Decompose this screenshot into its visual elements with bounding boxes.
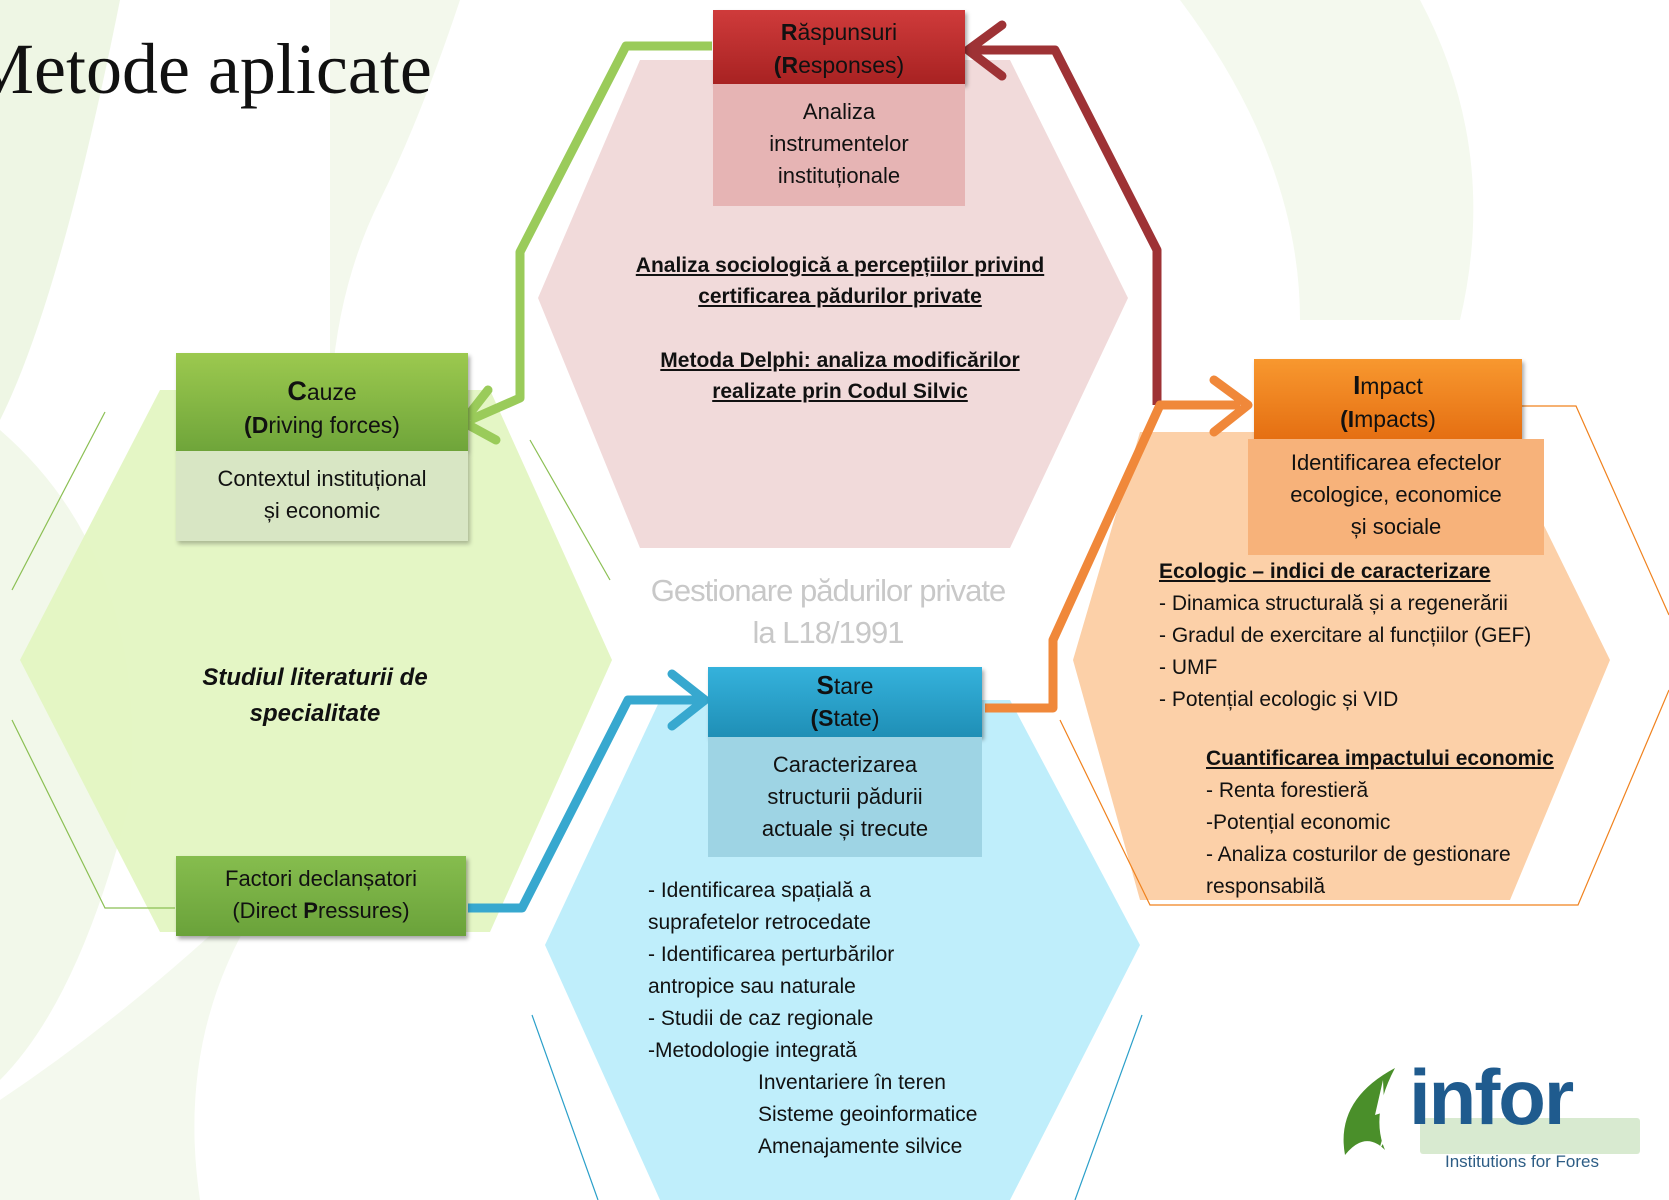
state-hexagon-outline xyxy=(1074,1014,1143,1200)
responses-header: Răspunsuri (Responses) xyxy=(713,10,965,84)
driving-forces-method: Studiul literaturii de specialitate xyxy=(202,664,428,727)
state-items: - Identificarea spațială a suprafetelor … xyxy=(648,879,978,1158)
logo-name: infor xyxy=(1409,1053,1574,1141)
green-arrow-connector xyxy=(468,41,712,425)
impacts-ecologic: Ecologic – indici de caracterizare - Din… xyxy=(1159,560,1532,711)
impacts-header: Impact (Impacts) xyxy=(1254,359,1522,439)
background-leaf-shape xyxy=(0,0,120,420)
impacts-body: Identificarea efectelor ecologice, econo… xyxy=(1248,439,1544,555)
slide-title: Metode aplicate xyxy=(0,29,432,109)
red-arrow-head xyxy=(963,20,1007,81)
state-header: Stare (State) xyxy=(708,667,982,737)
state-hexagon xyxy=(545,700,1140,1200)
logo-tagline: Institutions for Fores xyxy=(1445,1152,1600,1171)
blue-arrow-connector xyxy=(468,695,700,913)
tree-leaf-icon xyxy=(1343,1068,1640,1155)
impacts-economic: Cuantificarea impactului economic - Rent… xyxy=(1206,747,1554,898)
driving-forces-hexagon-outline xyxy=(529,439,611,581)
background-leaf-shape xyxy=(0,850,300,1200)
driving-forces-hexagon-outline xyxy=(11,411,106,591)
driving-forces-header: Cauze (Driving forces) xyxy=(176,353,468,451)
infor-logo: infor Institutions for Fores xyxy=(1325,1053,1669,1180)
blue-arrow-head xyxy=(667,669,710,731)
direct-pressures-box: Factori declanșatori (Direct Pressures) xyxy=(176,856,466,936)
orange-arrow-head xyxy=(1209,375,1253,437)
state-hexagon-outline xyxy=(531,1014,599,1200)
responses-body: Analiza instrumentelor instituționale xyxy=(713,84,965,206)
background-leaf-shape xyxy=(330,0,460,430)
red-arrow-connector xyxy=(972,45,1162,405)
driving-forces-hexagon-outline xyxy=(11,719,175,909)
state-body: Caracterizarea structurii pădurii actual… xyxy=(708,737,982,857)
responses-hexagon xyxy=(538,60,1128,548)
background-leaf-shape xyxy=(1180,0,1474,320)
impacts-hexagon-outline xyxy=(1059,689,1669,906)
responses-methods: Analiza sociologică a percepțiilor privi… xyxy=(635,254,1045,403)
center-label: Gestionare pădurilor private la L18/1991 xyxy=(650,573,1007,650)
driving-forces-body: Contextul instituțional și economic xyxy=(176,451,468,541)
orange-arrow-connector xyxy=(985,400,1240,713)
